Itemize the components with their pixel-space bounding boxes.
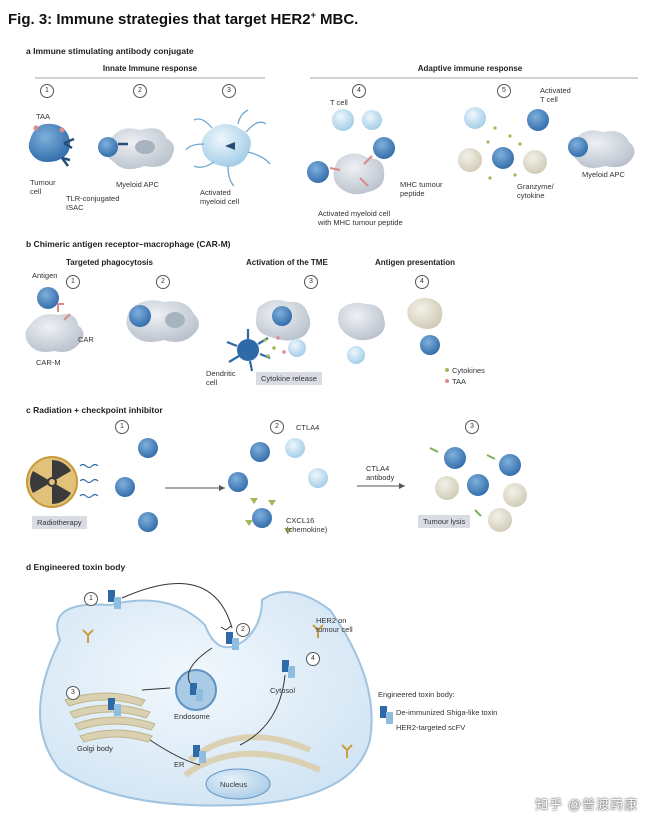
activated-myeloid-a3 <box>185 109 271 187</box>
step-d1: 1 <box>84 592 98 606</box>
step-d3: 3 <box>66 686 80 700</box>
panel-c-heading: c Radiation + checkpoint inhibitor <box>26 405 163 415</box>
step-c1: 1 <box>115 420 129 434</box>
sub-activation-tme: Activation of the TME <box>246 258 328 267</box>
step-a4: 4 <box>352 84 366 98</box>
step-b2: 2 <box>156 275 170 289</box>
step-b4: 4 <box>415 275 429 289</box>
step-a2: 2 <box>133 84 147 98</box>
label-mhc-peptide: MHC tumour peptide <box>400 180 443 198</box>
activated-myeloid-mhc <box>307 137 395 195</box>
label-ctla4-antibody: CTLA4 antibody <box>366 464 395 482</box>
label-activated-myeloid: Activated myeloid cell <box>200 188 240 206</box>
label-myeloid-apc: Myeloid APC <box>116 180 159 189</box>
tumour-cell-a1 <box>28 123 75 167</box>
panel-d-heading: d Engineered toxin body <box>26 562 126 572</box>
label-activated-t-cell: Activated T cell <box>540 86 571 104</box>
label-cytokine-release: Cytokine release <box>256 372 322 385</box>
panel-a-graphics <box>28 77 638 195</box>
tumour-lysis-cluster <box>429 447 527 532</box>
label-granzyme: Granzyme/ cytokine <box>517 182 554 200</box>
dendritic-cell <box>226 329 271 372</box>
t-cell-a4b <box>362 110 382 130</box>
nucleus <box>205 768 271 800</box>
label-cytokines: Cytokines <box>452 366 485 375</box>
myeloid-apc-a2 <box>98 128 174 170</box>
legend-item-toxin: De-immunized Shiga-like toxin <box>396 708 498 717</box>
label-t-cell: T cell <box>330 98 348 107</box>
label-radiotherapy: Radiotherapy <box>32 516 87 529</box>
label-dendritic-cell: Dendritic cell <box>206 369 236 387</box>
golgi-body <box>64 692 156 743</box>
label-taa: TAA <box>36 112 51 121</box>
step-c3: 3 <box>465 420 479 434</box>
label-cytosol: Cytosol <box>270 686 296 695</box>
label-taa-b: TAA <box>452 377 467 386</box>
legend-toxin-icon <box>380 706 387 718</box>
label-cxcl16: CXCL16 (chemokine) <box>286 516 328 534</box>
watermark: 知乎 @普渡药康 <box>535 797 638 812</box>
panel-d-graphics <box>39 583 393 807</box>
panel-b-heading: b Chimeric antigen receptor–macrophage (… <box>26 239 231 249</box>
t-cell-a4 <box>332 109 354 131</box>
step-d2: 2 <box>236 623 250 637</box>
label-nucleus: Nucleus <box>220 780 248 789</box>
panel-a-heading: a Immune stimulating antibody conjugate <box>26 46 194 56</box>
label-endosome: Endosome <box>174 712 210 721</box>
panel-b-graphics <box>25 287 449 383</box>
toxin-body-icons <box>108 590 295 763</box>
label-activated-myeloid-mhc: Activated myeloid cell with MHC tumour p… <box>318 209 403 227</box>
adaptive-header: Adaptive immune response <box>417 64 523 73</box>
step-a1: 1 <box>40 84 54 98</box>
legend-title: Engineered toxin body: <box>378 690 455 699</box>
label-golgi-body: Golgi body <box>77 744 113 753</box>
step-b3: 3 <box>304 275 318 289</box>
sub-antigen-presentation: Antigen presentation <box>375 258 456 267</box>
label-tumour-cell: Tumour cell <box>30 178 56 196</box>
myeloid-apc-a5 <box>568 130 635 168</box>
legend-item-scfv: HER2-targeted scFV <box>396 723 466 732</box>
figure-title: Fig. 3: Immune strategies that target HE… <box>8 10 359 28</box>
step-c2: 2 <box>270 420 284 434</box>
label-tumour-lysis: Tumour lysis <box>418 515 471 528</box>
panel-c-graphics <box>26 438 527 534</box>
label-ctla4: CTLA4 <box>296 423 320 432</box>
adaptive-cluster-a5 <box>458 107 549 180</box>
label-car: CAR <box>78 335 94 344</box>
label-her2-tumour-cell: HER2 on tumour cell <box>316 616 353 634</box>
step-a5: 5 <box>497 84 511 98</box>
step-d4: 4 <box>306 652 320 666</box>
label-antigen: Antigen <box>32 271 58 280</box>
step-a3: 3 <box>222 84 236 98</box>
innate-header: Innate Immune response <box>102 64 198 73</box>
step-b1: 1 <box>66 275 80 289</box>
sub-targeted-phagocytosis: Targeted phagocytosis <box>66 258 153 267</box>
label-myeloid-apc-2: Myeloid APC <box>582 170 625 179</box>
label-car-m: CAR-M <box>36 358 61 367</box>
label-tlr-isac: TLR-conjugated ISAC <box>66 194 120 212</box>
label-er: ER <box>174 760 185 769</box>
